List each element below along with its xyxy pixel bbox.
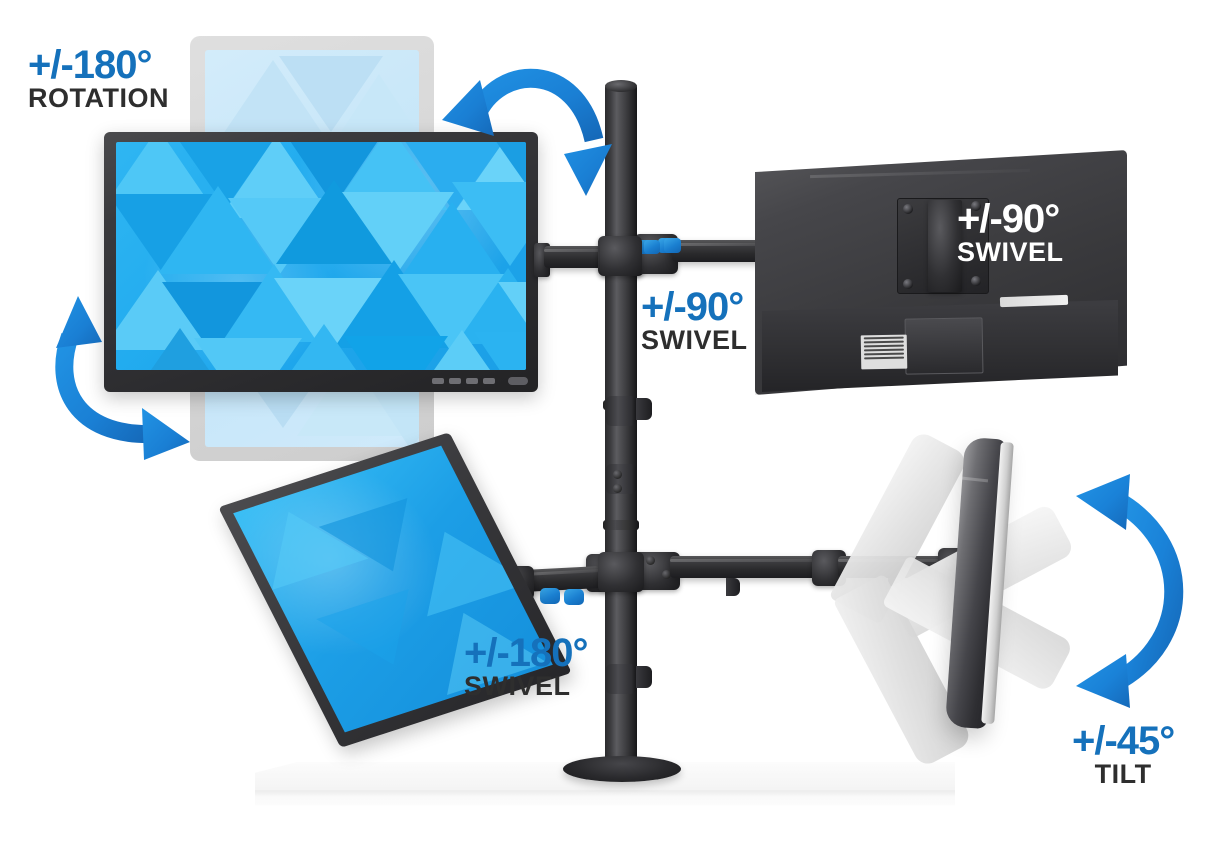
osd-button[interactable] <box>449 378 461 384</box>
callout-swivel-top-right-degrees: +/-90° <box>957 197 1060 241</box>
monitor-main-screen <box>116 142 526 370</box>
callout-swivel-top-center: +/-90° SWIVEL <box>641 285 748 356</box>
arm-upper-pole-clamp <box>600 236 642 276</box>
vesa-hole <box>903 204 913 214</box>
arm-lower-right-segment-1 <box>670 556 820 578</box>
arm-upper-right-segment-1 <box>672 240 774 262</box>
callout-swivel-top-right-motion: SWIVEL <box>957 237 1064 268</box>
arm-highlight <box>672 243 774 246</box>
pole-screw <box>613 470 622 479</box>
rotation-arc-left-arrow <box>55 296 190 460</box>
swivel-knob-blue[interactable] <box>644 240 660 254</box>
osd-button[interactable] <box>466 378 478 384</box>
vesa-hole <box>971 201 981 211</box>
cable-clip-wing <box>636 398 652 420</box>
callout-rotation-degrees: +/-180° <box>28 43 153 87</box>
callout-swivel-bottom-center-degrees: +/-180° <box>464 631 589 675</box>
callout-tilt-bottom-right: +/-45° TILT <box>1072 719 1175 790</box>
arm-screw <box>662 570 671 579</box>
osd-button[interactable] <box>432 378 444 384</box>
pole-cap <box>605 80 637 92</box>
callout-swivel-top-center-degrees: +/-90° <box>641 285 744 329</box>
callout-tilt-bottom-right-motion: TILT <box>1094 759 1152 790</box>
arm-highlight <box>544 249 616 252</box>
callout-swivel-top-center-motion: SWIVEL <box>641 325 748 356</box>
vesa-hole <box>971 276 981 286</box>
swivel-knob-blue[interactable] <box>540 588 560 604</box>
cable-management-clip[interactable] <box>606 396 636 426</box>
tilt-arc-right-arrow <box>1076 474 1184 708</box>
rotation-arc-top-arrow <box>442 68 612 196</box>
callout-swivel-bottom-center-motion: SWIVEL <box>464 671 571 702</box>
arm-highlight <box>523 569 600 576</box>
power-button[interactable] <box>508 377 528 385</box>
swivel-knob-blue[interactable] <box>564 589 584 605</box>
osd-button[interactable] <box>483 378 495 384</box>
vesa-hole <box>903 279 913 289</box>
callout-rotation: +/-180° ROTATION <box>28 43 169 114</box>
pole-screw <box>613 484 622 493</box>
swivel-knob-blue[interactable] <box>664 238 681 253</box>
monitor-main-osd-buttons[interactable] <box>432 377 528 385</box>
callout-swivel-top-right: +/-90° SWIVEL <box>957 197 1064 268</box>
arm-lower-left-segment-1 <box>523 566 601 592</box>
cable-clip-wing <box>636 666 652 688</box>
callout-tilt-bottom-right-degrees: +/-45° <box>1072 719 1175 763</box>
cable-management-clip[interactable] <box>606 664 636 694</box>
center-pole <box>605 82 637 772</box>
callout-rotation-motion: ROTATION <box>28 83 169 114</box>
arm-lower-pole-clamp <box>598 552 644 592</box>
pole-seam <box>603 520 639 530</box>
monitor-rating-label <box>860 334 908 370</box>
pole-base-plate <box>563 756 681 782</box>
arm-highlight <box>670 559 820 562</box>
arm-screw <box>646 556 655 565</box>
monitor-right-stand-recess <box>904 317 984 375</box>
vesa-quick-release[interactable] <box>928 200 962 292</box>
cable-clip-wing <box>726 578 740 596</box>
callout-swivel-bottom-center: +/-180° SWIVEL <box>464 631 589 702</box>
